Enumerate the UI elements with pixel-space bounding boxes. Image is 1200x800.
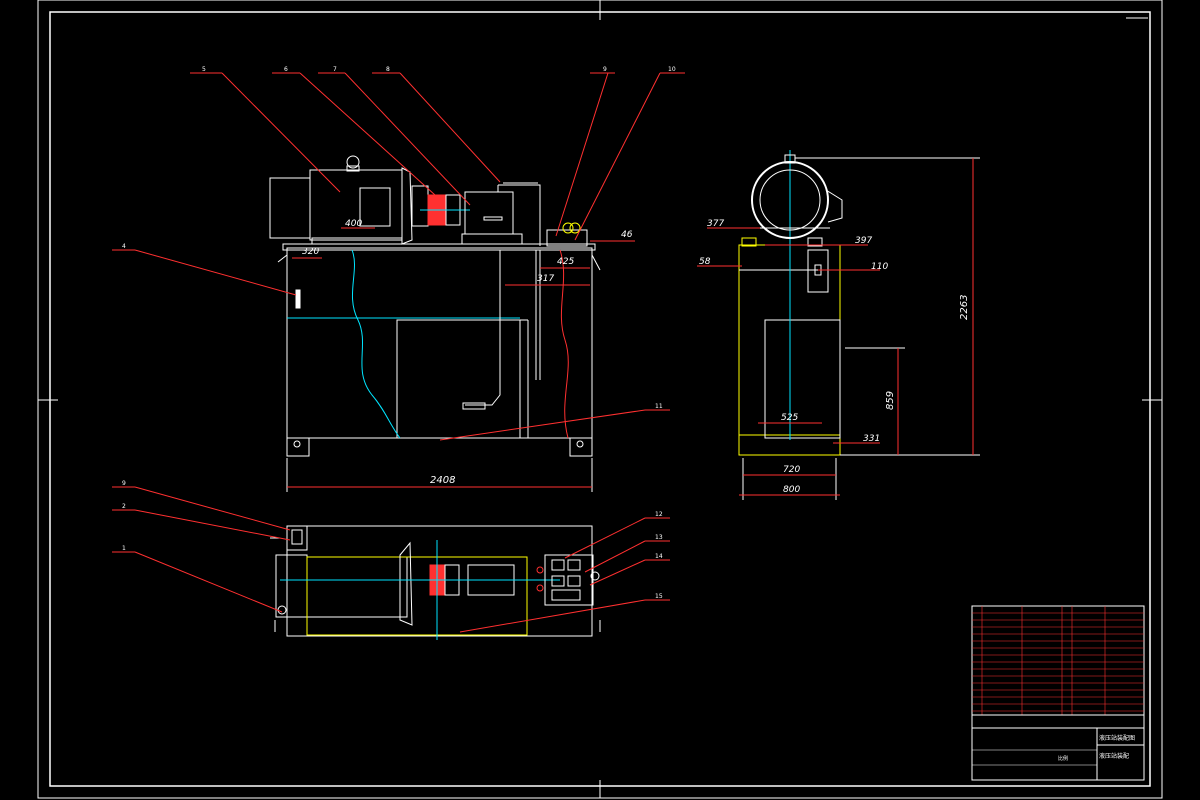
motor-fan-cover bbox=[269, 177, 311, 239]
motor-body bbox=[309, 169, 403, 241]
balloon-plan-12: 12 bbox=[655, 511, 663, 518]
dim-front-2408: 2408 bbox=[430, 475, 455, 486]
drawing-title: 液压站装配图 bbox=[1099, 734, 1135, 742]
dim-side-859: 859 bbox=[885, 391, 896, 410]
dim-front-320: 320 bbox=[302, 247, 319, 257]
plan-tank bbox=[286, 525, 593, 637]
front-view: 400 320 46 425 317 2408 5 6 7 8 bbox=[112, 66, 685, 492]
balloon-11: 11 bbox=[655, 403, 663, 410]
plan-view: 9 2 1 12 13 14 15 bbox=[112, 480, 670, 640]
dim-side-331: 331 bbox=[863, 434, 880, 444]
balloon-5: 5 bbox=[202, 66, 206, 73]
balloon-9: 9 bbox=[603, 66, 607, 73]
side-view: 377 397 58 110 2263 859 525 331 720 800 bbox=[697, 150, 980, 500]
dim-side-397: 397 bbox=[855, 236, 872, 246]
balloon-plan-13: 13 bbox=[655, 534, 663, 541]
balloon-plan-9: 9 bbox=[122, 480, 126, 487]
drawing-number: 液压站装配 bbox=[1099, 752, 1129, 760]
dim-front-425: 425 bbox=[557, 257, 574, 267]
sheet-frame bbox=[37, 0, 1163, 799]
dim-front-317: 317 bbox=[537, 274, 554, 284]
balloon-plan-15: 15 bbox=[655, 593, 663, 600]
dim-side-58: 58 bbox=[699, 257, 711, 267]
dim-front-46: 46 bbox=[621, 230, 633, 240]
balloon-7: 7 bbox=[333, 66, 337, 73]
balloon-6: 6 bbox=[284, 66, 288, 73]
dim-side-525: 525 bbox=[781, 413, 798, 423]
dim-side-377: 377 bbox=[707, 219, 724, 229]
balloon-plan-1: 1 bbox=[122, 545, 126, 552]
side-motor-flange bbox=[751, 161, 829, 239]
dim-side-110: 110 bbox=[871, 262, 888, 272]
scale-label: 比例 bbox=[1058, 755, 1068, 762]
title-block: 液压站装配图 液压站装配 比例 bbox=[971, 605, 1145, 781]
balloon-plan-14: 14 bbox=[655, 553, 663, 560]
dim-front-400: 400 bbox=[345, 219, 362, 229]
tank-leg-left bbox=[286, 437, 310, 457]
dim-side-800: 800 bbox=[783, 485, 800, 495]
dim-side-720: 720 bbox=[783, 465, 800, 475]
balloon-plan-2: 2 bbox=[122, 503, 126, 510]
balloon-10: 10 bbox=[668, 66, 676, 73]
dim-side-2263: 2263 bbox=[959, 295, 970, 320]
tank-leg-right bbox=[569, 437, 593, 457]
balloon-8: 8 bbox=[386, 66, 390, 73]
balloon-4: 4 bbox=[122, 243, 126, 250]
pump bbox=[464, 191, 514, 235]
